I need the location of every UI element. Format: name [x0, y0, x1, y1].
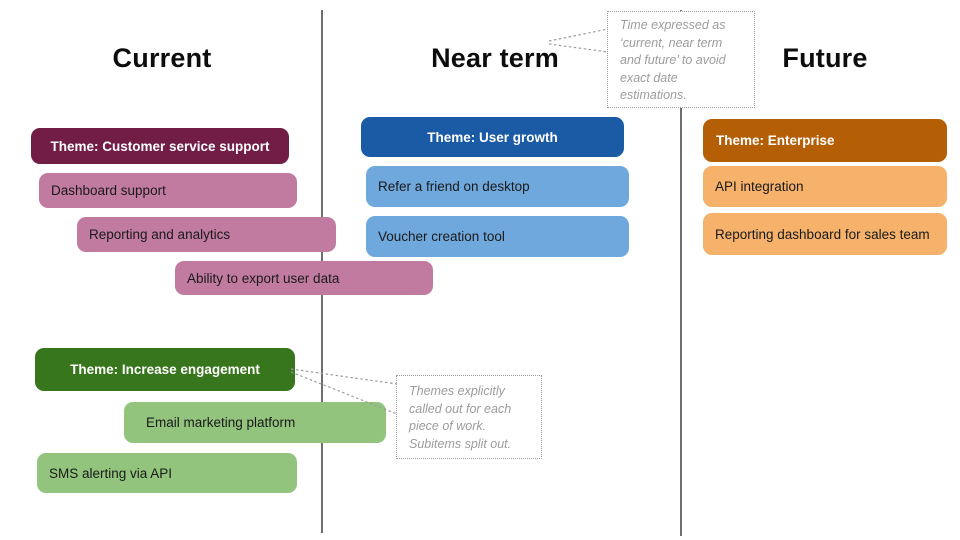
annotation-time-note: Time expressed as ‘current, near term an…: [607, 11, 755, 108]
column-heading-future: Future: [782, 43, 868, 73]
column-heading-current: Current: [112, 43, 212, 73]
item-card-reporting-analytics: Reporting and analytics: [77, 217, 336, 252]
item-card-sms-alerting: SMS alerting via API: [37, 453, 297, 493]
callout-line-time-top: [548, 28, 609, 42]
item-card-voucher-tool: Voucher creation tool: [366, 216, 629, 257]
theme-card-user-growth: Theme: User growth: [361, 117, 624, 157]
item-card-email-marketing: Email marketing platform: [124, 402, 386, 443]
theme-card-enterprise: Theme: Enterprise: [703, 119, 947, 162]
item-card-refer-friend: Refer a friend on desktop: [366, 166, 629, 207]
item-card-export-user-data: Ability to export user data: [175, 261, 433, 295]
item-card-api-integration: API integration: [703, 166, 947, 207]
column-heading-near-term: Near term: [431, 43, 559, 73]
item-card-dashboard-support: Dashboard support: [39, 173, 297, 208]
theme-card-customer-service: Theme: Customer service support: [31, 128, 289, 164]
column-divider-right: [680, 10, 682, 536]
theme-card-increase-engagement: Theme: Increase engagement: [35, 348, 295, 391]
callout-line-themes-top: [290, 368, 398, 385]
item-card-reporting-dashboard: Reporting dashboard for sales team: [703, 213, 947, 255]
annotation-themes-note: Themes explicitly called out for each pi…: [396, 375, 542, 459]
